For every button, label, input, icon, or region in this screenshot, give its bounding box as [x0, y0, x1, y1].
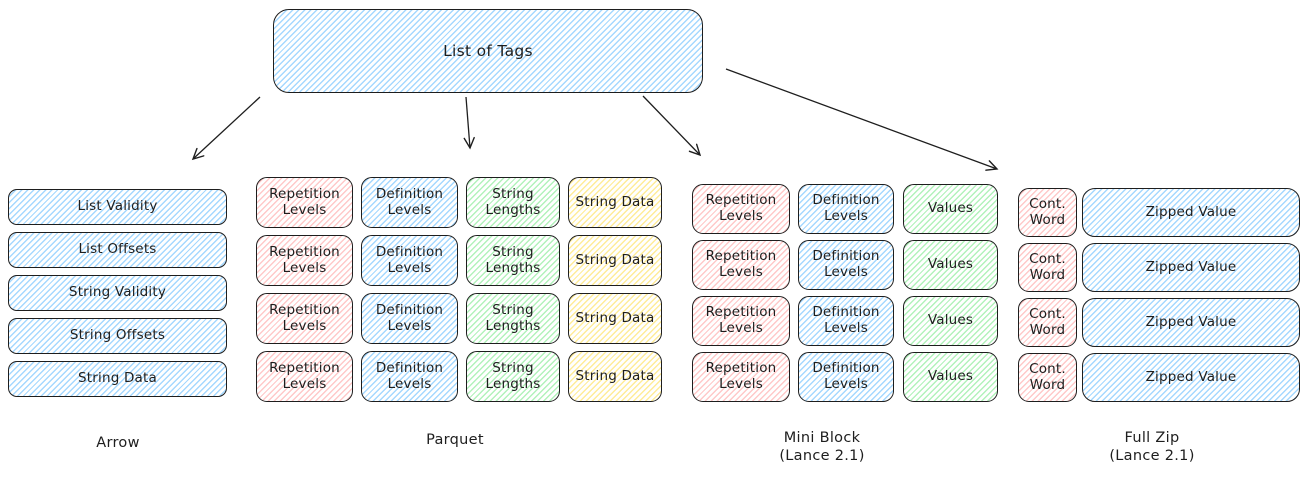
parquet-cell-repetition-levels: Repetition Levels [256, 293, 353, 344]
arrow-to-parquet-layout [463, 96, 475, 150]
arrow-cell-string-validity: String Validity [8, 275, 227, 311]
full-zip-cell-zipped-value: Zipped Value [1082, 298, 1300, 347]
full-zip-cell-zipped-value: Zipped Value [1082, 188, 1300, 237]
root-box: List of Tags [273, 9, 703, 93]
caption-full-zip-line2: (Lance 2.1) [1109, 448, 1195, 464]
parquet-column-string-lengths: String Lengths String Lengths String Len… [466, 177, 560, 402]
parquet-cell-string-data: String Data [568, 177, 662, 228]
arrow-layout-group: List Validity List Offsets String Validi… [8, 189, 227, 397]
parquet-cell-string-lengths: String Lengths [466, 177, 560, 228]
full-zip-cell-cont-word: Cont. Word [1018, 243, 1077, 292]
parquet-cell-definition-levels: Definition Levels [361, 177, 458, 228]
mini-block-cell-values: Values [903, 296, 998, 346]
mini-block-column-repetition-levels: Repetition Levels Repetition Levels Repe… [692, 184, 790, 402]
arrow-cell-string-offsets: String Offsets [8, 318, 227, 354]
root-box-label: List of Tags [443, 42, 533, 60]
full-zip-cell-cont-word: Cont. Word [1018, 188, 1077, 237]
full-zip-column-cont-word: Cont. Word Cont. Word Cont. Word Cont. W… [1018, 188, 1077, 402]
parquet-cell-string-lengths: String Lengths [466, 235, 560, 286]
caption-arrow: Arrow [8, 434, 228, 452]
mini-block-cell-definition-levels: Definition Levels [798, 352, 894, 402]
arrow-cell-string-data: String Data [8, 361, 227, 397]
mini-block-cell-repetition-levels: Repetition Levels [692, 352, 790, 402]
caption-mini-block-line1: Mini Block [783, 430, 861, 446]
mini-block-cell-definition-levels: Definition Levels [798, 184, 894, 234]
full-zip-column-zipped-value: Zipped Value Zipped Value Zipped Value Z… [1082, 188, 1300, 402]
mini-block-cell-values: Values [903, 184, 998, 234]
parquet-cell-definition-levels: Definition Levels [361, 235, 458, 286]
caption-parquet: Parquet [359, 431, 551, 449]
parquet-column-string-data: String Data String Data String Data Stri… [568, 177, 662, 402]
parquet-cell-definition-levels: Definition Levels [361, 351, 458, 402]
caption-full-zip-line1: Full Zip [1124, 430, 1180, 446]
parquet-cell-string-data: String Data [568, 293, 662, 344]
full-zip-cell-cont-word: Cont. Word [1018, 298, 1077, 347]
mini-block-cell-values: Values [903, 240, 998, 290]
mini-block-cell-repetition-levels: Repetition Levels [692, 296, 790, 346]
caption-mini-block-line2: (Lance 2.1) [779, 448, 865, 464]
arrow-cell-list-validity: List Validity [8, 189, 227, 225]
mini-block-column-definition-levels: Definition Levels Definition Levels Defi… [798, 184, 894, 402]
parquet-cell-string-lengths: String Lengths [466, 351, 560, 402]
full-zip-cell-cont-word: Cont. Word [1018, 353, 1077, 402]
caption-arrow-text: Arrow [96, 435, 140, 451]
arrow-to-arrow-layout [191, 96, 261, 161]
parquet-column-definition-levels: Definition Levels Definition Levels Defi… [361, 177, 458, 402]
arrow-to-mini-block-layout [642, 95, 702, 157]
mini-block-column-values: Values Values Values Values [903, 184, 998, 402]
parquet-cell-repetition-levels: Repetition Levels [256, 351, 353, 402]
arrow-cell-list-offsets: List Offsets [8, 232, 227, 268]
parquet-cell-string-data: String Data [568, 351, 662, 402]
full-zip-cell-zipped-value: Zipped Value [1082, 353, 1300, 402]
arrow-to-full-zip-layout [725, 68, 999, 171]
mini-block-cell-definition-levels: Definition Levels [798, 296, 894, 346]
parquet-cell-repetition-levels: Repetition Levels [256, 235, 353, 286]
parquet-cell-string-lengths: String Lengths [466, 293, 560, 344]
caption-parquet-text: Parquet [426, 432, 484, 448]
caption-full-zip: Full Zip (Lance 2.1) [1057, 429, 1247, 465]
mini-block-cell-values: Values [903, 352, 998, 402]
parquet-column-repetition-levels: Repetition Levels Repetition Levels Repe… [256, 177, 353, 402]
parquet-cell-string-data: String Data [568, 235, 662, 286]
mini-block-cell-definition-levels: Definition Levels [798, 240, 894, 290]
full-zip-cell-zipped-value: Zipped Value [1082, 243, 1300, 292]
caption-mini-block: Mini Block (Lance 2.1) [727, 429, 917, 465]
parquet-cell-definition-levels: Definition Levels [361, 293, 458, 344]
mini-block-cell-repetition-levels: Repetition Levels [692, 240, 790, 290]
mini-block-cell-repetition-levels: Repetition Levels [692, 184, 790, 234]
parquet-cell-repetition-levels: Repetition Levels [256, 177, 353, 228]
